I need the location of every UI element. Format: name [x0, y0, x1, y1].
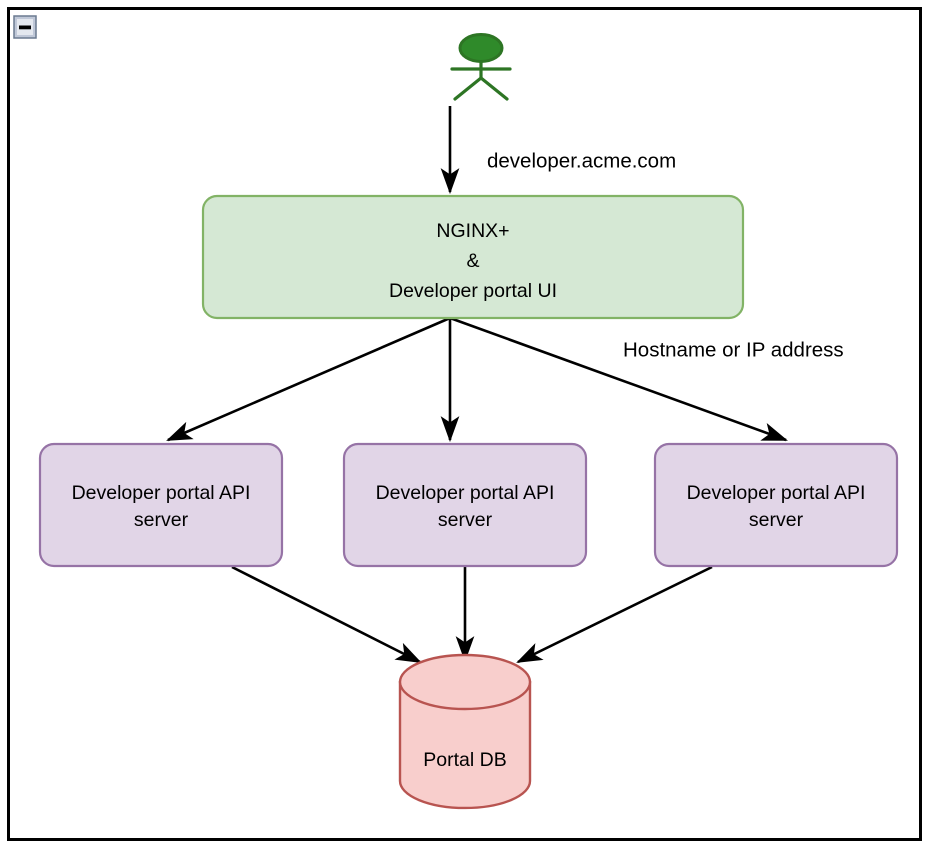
portal-db-node[interactable]: Portal DB — [398, 653, 532, 810]
collapse-button[interactable] — [13, 15, 37, 39]
nginx-developer-portal-ui-node[interactable]: NGINX+ & Developer portal UI — [201, 194, 745, 320]
developer-portal-api-server-node-1[interactable]: Developer portal API server — [38, 442, 284, 568]
edge-label-developer-acme-com: developer.acme.com — [487, 149, 676, 172]
nginx-node-line-3: Developer portal UI — [389, 280, 557, 302]
edge-label-hostname-or-ip: Hostname or IP address — [623, 338, 844, 361]
developer-portal-api-server-node-2[interactable]: Developer portal API server — [342, 442, 588, 568]
api-1-line-2: server — [134, 509, 189, 531]
edge-api-1-to-db — [231, 565, 422, 664]
developer-portal-api-server-node-3[interactable]: Developer portal API server — [653, 442, 899, 568]
nginx-node-line-2: & — [466, 250, 479, 272]
api-3-line-2: server — [749, 509, 804, 531]
api-2-line-1: Developer portal API — [376, 482, 555, 504]
user-actor-icon[interactable] — [450, 33, 512, 101]
api-3-line-1: Developer portal API — [687, 482, 866, 504]
api-2-line-2: server — [438, 509, 493, 531]
edge-api-3-to-db — [516, 565, 713, 664]
minus-icon — [19, 25, 31, 30]
edge-nginx-to-api-3 — [449, 316, 788, 442]
portal-db-label: Portal DB — [423, 749, 506, 771]
nginx-node-line-1: NGINX+ — [436, 220, 509, 242]
edge-nginx-to-api-1 — [166, 316, 451, 442]
api-1-line-1: Developer portal API — [72, 482, 251, 504]
diagram-frame — [7, 7, 922, 841]
